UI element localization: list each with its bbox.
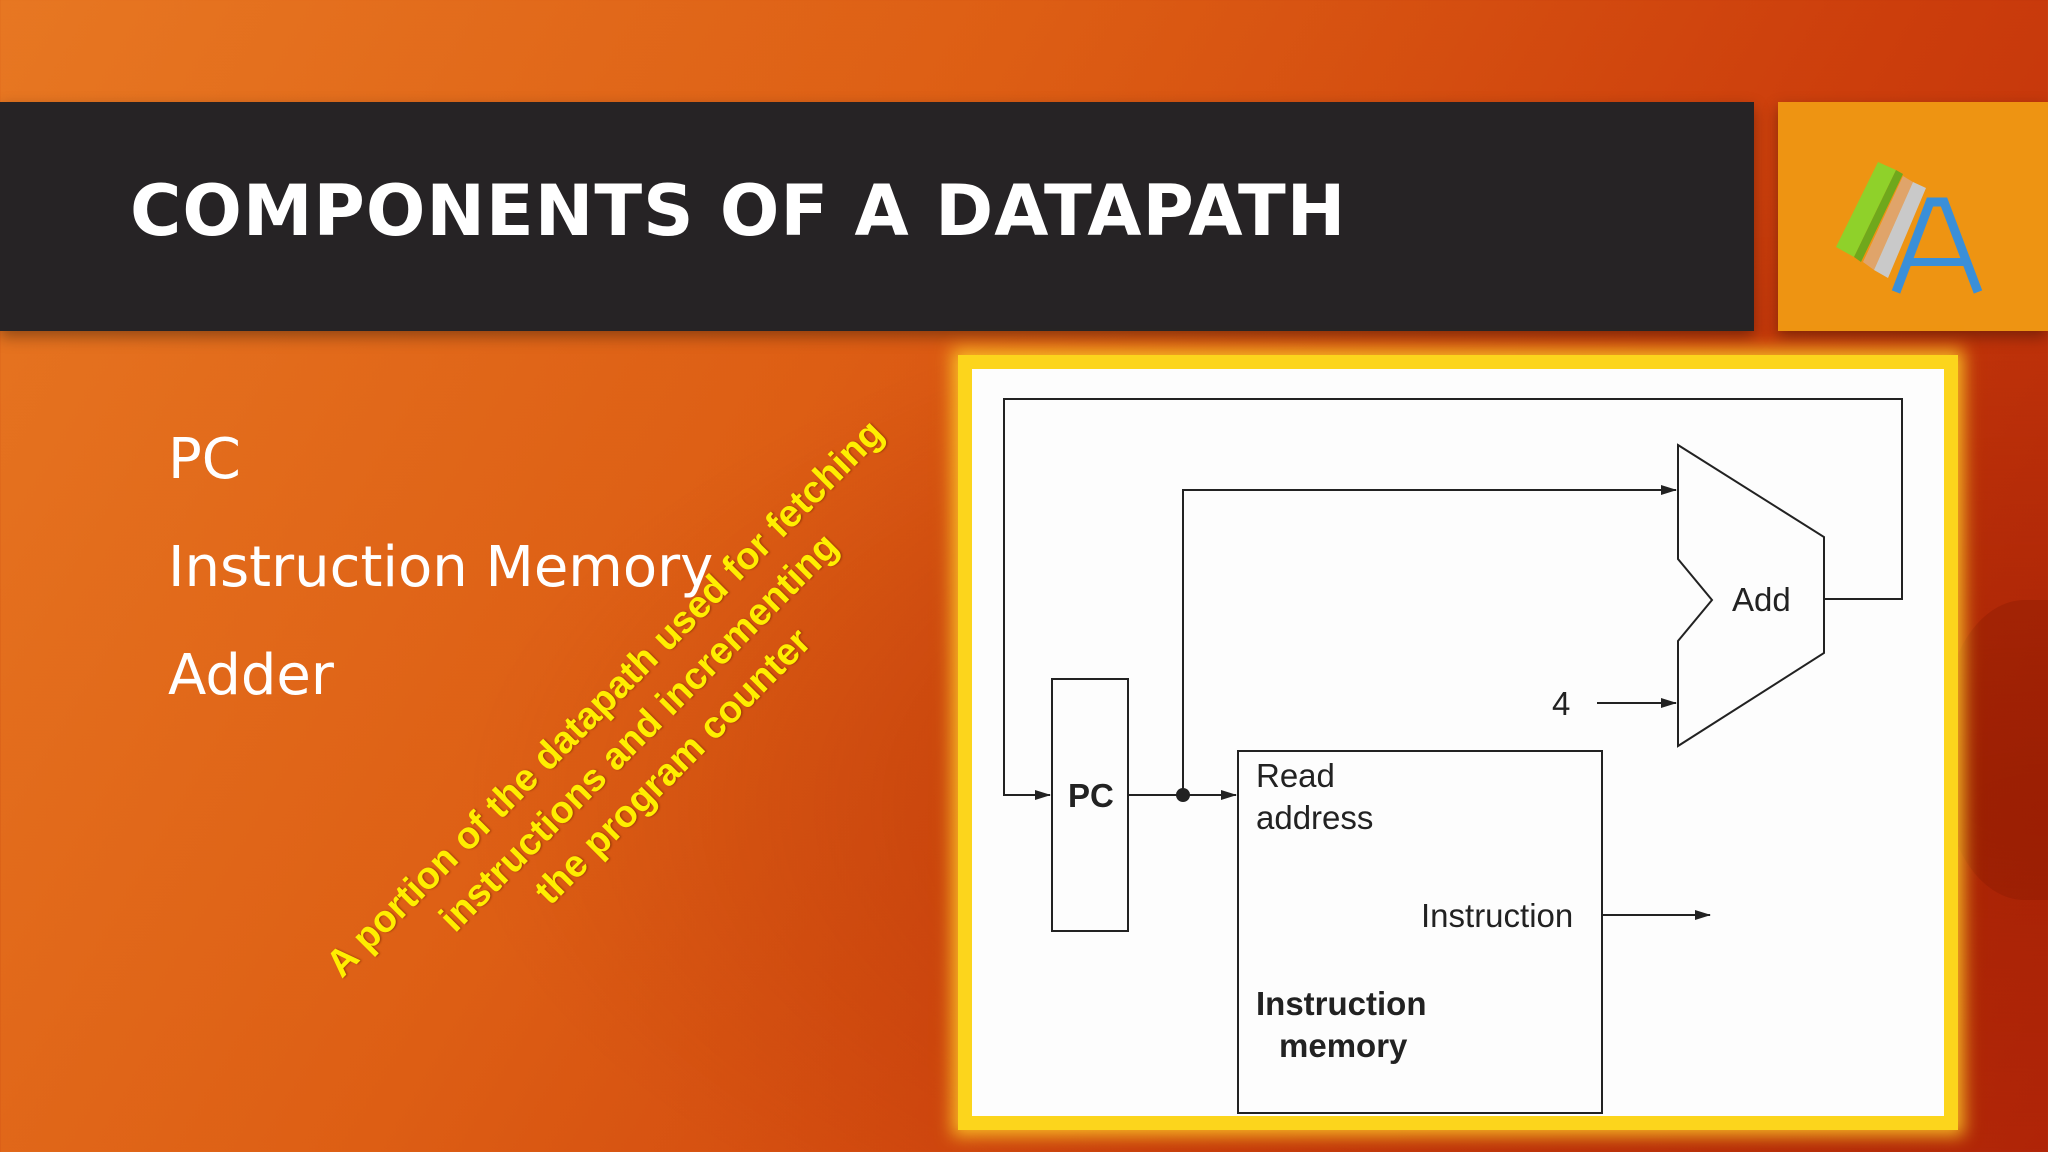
bullet-item: Adder — [168, 643, 334, 708]
instruction-output-label: Instruction — [1421, 897, 1574, 934]
constant-four-label: 4 — [1552, 685, 1571, 722]
bullet-item: PC — [168, 427, 241, 492]
bullet-list: PC Instruction Memory Adder — [168, 420, 713, 744]
instruction-memory-block — [1237, 750, 1603, 1114]
slide-title: COMPONENTS OF A DATAPATH — [130, 170, 1347, 252]
bullet-item: Instruction Memory — [168, 535, 714, 600]
memory-label-line2: memory — [1279, 1027, 1408, 1064]
title-bar — [0, 102, 1754, 331]
pc-register — [1051, 678, 1129, 932]
background-gear-decoration — [1945, 600, 2048, 900]
add-label: Add — [1732, 581, 1791, 618]
logo-box — [1778, 102, 2048, 331]
datapath-wires — [1003, 398, 1903, 1114]
read-address-label-line1: Read — [1256, 757, 1335, 794]
memory-label-line1: Instruction — [1256, 985, 1427, 1022]
pc-label: PC — [1068, 777, 1114, 814]
datapath-diagram: PC Add 4 Read address Instruction Instru… — [958, 355, 1958, 1130]
read-address-label-line2: address — [1256, 799, 1374, 836]
adder-unit — [1677, 443, 1825, 748]
wire-junction-dot — [1176, 788, 1190, 802]
book-letter-a-logo-icon — [1836, 162, 1983, 294]
